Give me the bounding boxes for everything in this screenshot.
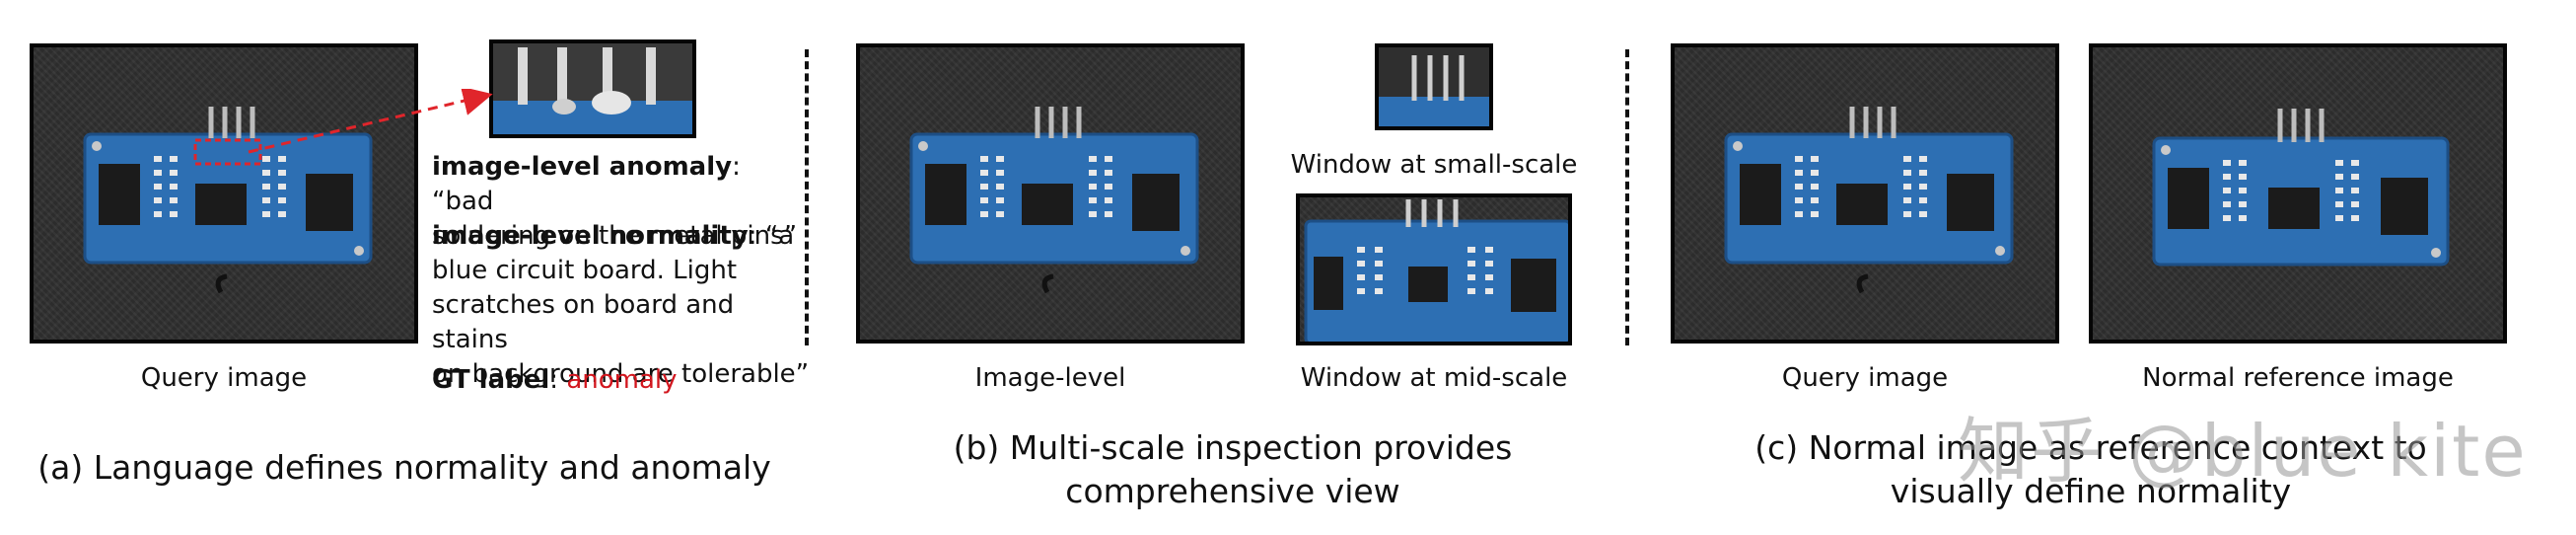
normality-text-2: blue circuit board. Light <box>432 256 738 285</box>
query-image-caption-c: Query image <box>1781 363 1949 393</box>
small-scale-window-photo <box>1375 43 1493 130</box>
subtitle-c: (c) Normal image as reference context to… <box>1716 426 2466 513</box>
image-level-normality-text: image-level normality: “a blue circuit b… <box>432 219 817 392</box>
circuit-board-image <box>2152 109 2450 267</box>
normal-reference-caption: Normal reference image <box>2142 363 2454 393</box>
watermark: 知乎 @blue kite <box>1958 410 2528 493</box>
image-level-caption: Image-level <box>974 363 1126 393</box>
small-scale-window-image <box>1379 55 1489 126</box>
subtitle-b: (b) Multi-scale inspection provides comp… <box>888 426 1578 513</box>
circuit-board-image <box>1724 107 2014 294</box>
divider-b-c <box>1625 49 1629 345</box>
divider-a-b <box>805 49 809 345</box>
anomaly-label: image-level anomaly <box>432 152 733 182</box>
gt-sep: : <box>549 365 567 395</box>
normality-text-1: : “a <box>748 221 795 251</box>
image-level-anomaly-text: image-level anomaly: “bad soldering on t… <box>432 150 807 254</box>
query-image-c <box>1671 43 2059 344</box>
anomaly-text-1: : “bad <box>432 152 741 216</box>
gt-value: anomaly <box>566 365 678 395</box>
subtitle-c-line1: (c) Normal image as reference context to <box>1754 428 2427 467</box>
mid-scale-window-image <box>1304 199 1568 342</box>
query-image-caption-a: Query image <box>140 363 308 393</box>
normal-reference-photo <box>2089 43 2507 344</box>
zoom-crop-image <box>489 39 696 138</box>
circuit-board-image <box>909 107 1199 294</box>
query-image-a <box>30 43 418 344</box>
subtitle-b-line1: (b) Multi-scale inspection provides <box>953 428 1513 467</box>
small-scale-caption: Window at small-scale <box>1290 150 1578 180</box>
anomaly-text-2: soldering on the metal pins” <box>432 221 798 251</box>
circuit-board-image <box>83 107 373 294</box>
normality-text-4: on background are tolerable” <box>432 359 810 389</box>
subtitle-a: (a) Language defines normality and anoma… <box>37 448 771 487</box>
subtitle-b-line2: comprehensive view <box>1065 472 1400 510</box>
dashed-red-arrow <box>248 89 493 154</box>
mid-scale-window-photo <box>1296 193 1572 345</box>
metal-pins-closeup <box>493 47 692 134</box>
subtitle-c-line2: visually define normality <box>1890 472 2292 510</box>
gt-label-text: GT label: anomaly <box>432 363 728 398</box>
normality-text-3: scratches on board and stains <box>432 290 735 354</box>
image-level-photo <box>856 43 1245 344</box>
gt-label: GT label <box>432 365 550 395</box>
normality-label: image-level normality <box>432 221 749 251</box>
mid-scale-caption: Window at mid-scale <box>1300 363 1568 393</box>
